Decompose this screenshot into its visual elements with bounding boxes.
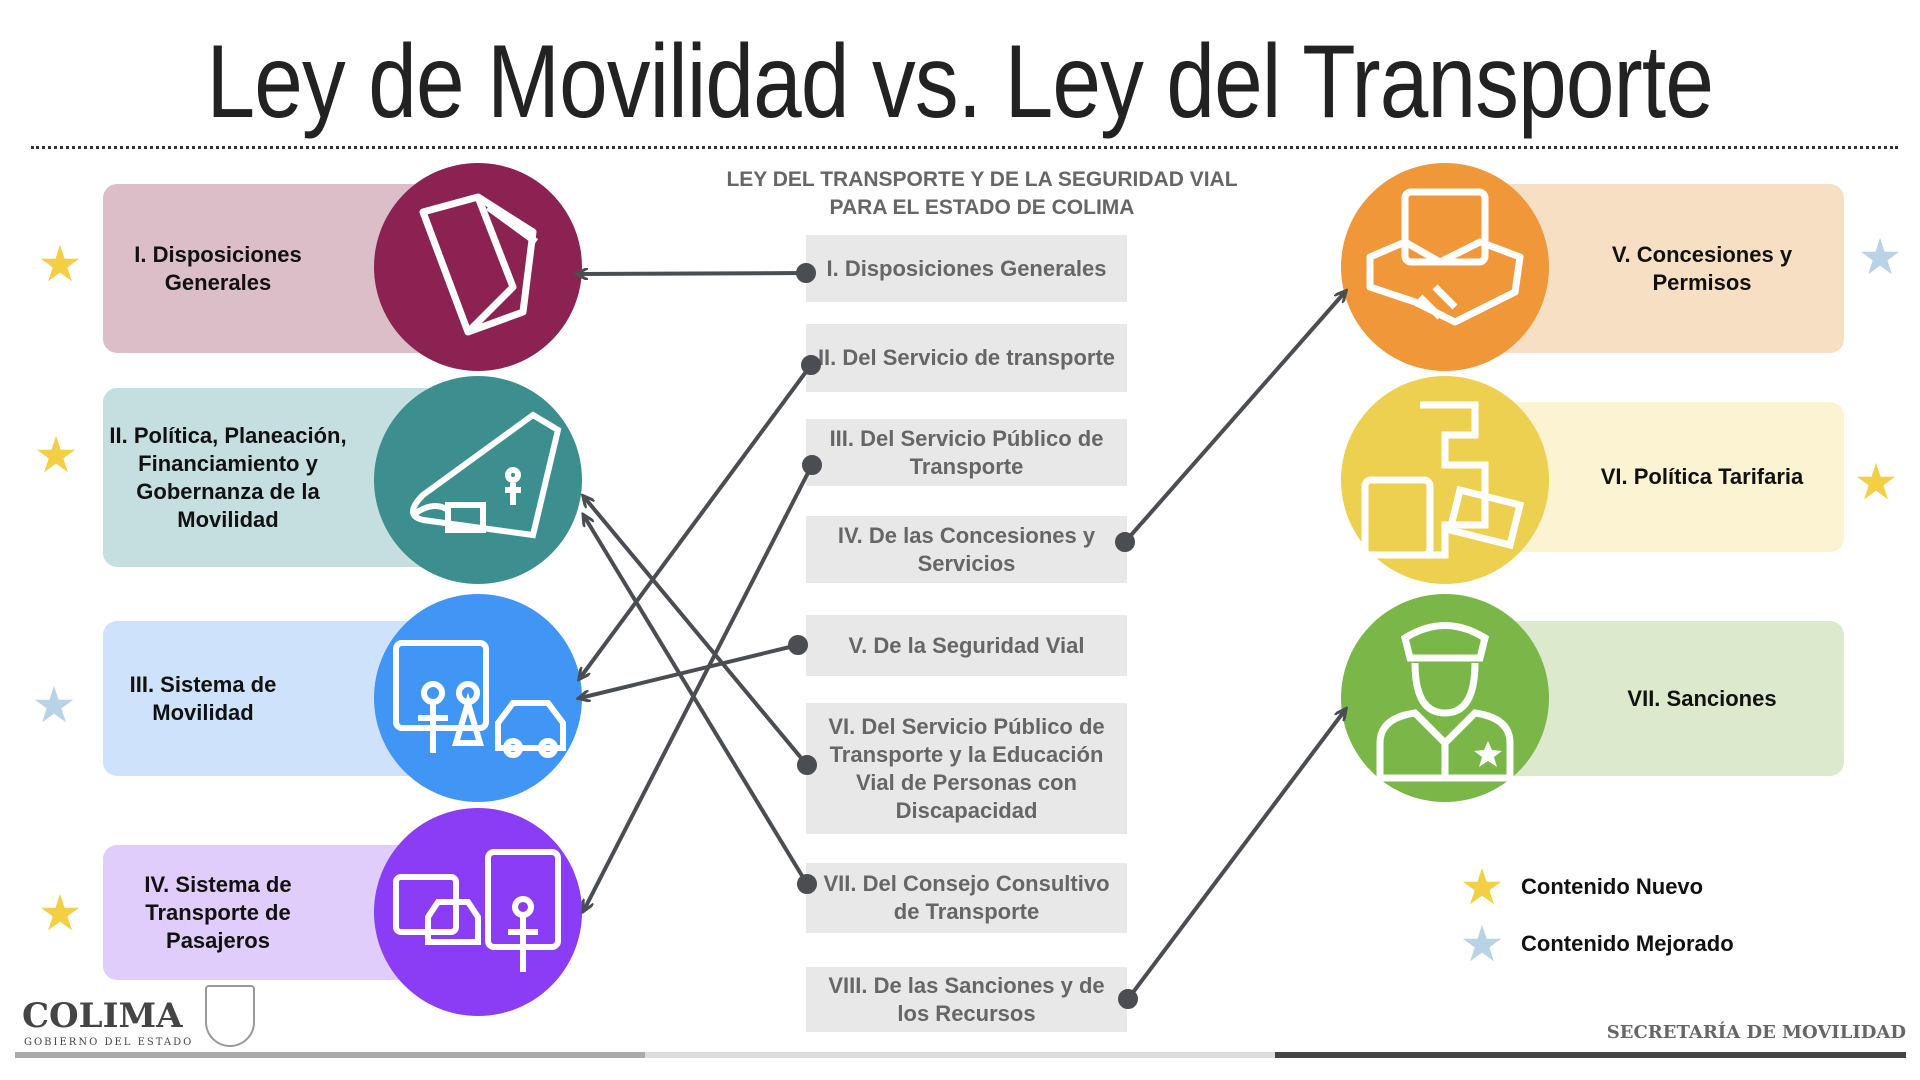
book-icon	[374, 163, 582, 371]
center-item-6: VI. Del Servicio Público de Transporte y…	[806, 703, 1127, 834]
arrow-6	[584, 497, 809, 767]
center-item-8: VIII. De las Sanciones y de los Recursos	[806, 967, 1127, 1032]
right-item-label: VII. Sanciones	[1627, 685, 1777, 711]
left-item-label: III. Sistema de Movilidad	[129, 671, 277, 725]
new-content-star-icon: ★	[37, 885, 83, 941]
new-content-star-icon: ★	[1853, 454, 1899, 510]
center-item-2: II. Del Servicio de transporte	[806, 324, 1127, 392]
page-title-container: Ley de Movilidad vs. Ley del Transporte	[0, 22, 1920, 147]
arrow-1	[578, 273, 807, 274]
road-map-icon	[374, 376, 582, 584]
secretaria-label: SECRETARÍA DE MOVILIDAD	[1606, 1022, 1906, 1043]
arrow-2-dot	[801, 355, 821, 375]
arrow-6-dot	[797, 755, 817, 775]
footer-bar-left	[15, 1052, 645, 1058]
arrow-3	[584, 464, 814, 910]
footer-bar-right	[1275, 1052, 1906, 1058]
new-content-star-icon: ★	[37, 236, 83, 292]
center-item-1: I. Disposiciones Generales	[806, 235, 1127, 302]
center-item-5: V. De la Seguridad Vial	[806, 615, 1127, 676]
right-item-label: V. Concesiones y Permisos	[1611, 241, 1793, 295]
left-item-label: I. Disposiciones Generales	[134, 241, 302, 295]
center-item-7: VII. Del Consejo Consultivo de Transport…	[806, 863, 1127, 933]
legend-new-star-icon: ★	[1459, 859, 1505, 915]
legend-improved-star-icon: ★	[1459, 916, 1505, 972]
center-header: LEY DEL TRANSPORTE Y DE LA SEGURIDAD VIA…	[726, 168, 1238, 219]
legend-improved-label: Contenido Mejorado	[1521, 931, 1734, 956]
legend-new-label: Contenido Nuevo	[1521, 874, 1704, 899]
center-item-3: III. Del Servicio Público de Transporte	[806, 419, 1127, 486]
improved-content-star-icon: ★	[31, 677, 77, 733]
arrow-4-dot	[1115, 532, 1135, 552]
arrow-3-dot	[802, 455, 822, 475]
arrow-5	[580, 643, 799, 698]
footer-bar-middle	[645, 1052, 1275, 1058]
colima-logo: COLIMA	[22, 996, 183, 1036]
officer-icon	[1341, 594, 1549, 802]
arrow-5-dot	[788, 635, 808, 655]
improved-content-star-icon: ★	[1857, 229, 1903, 285]
arrow-2	[580, 363, 813, 678]
left-item-label: II. Política, Planeación, Financiamiento…	[109, 422, 347, 532]
state-coat-of-arms-icon	[205, 985, 255, 1047]
handshake-icon	[1341, 163, 1549, 371]
arrow-8-dot	[1118, 989, 1138, 1009]
public-transport-icon	[374, 808, 582, 1016]
new-content-star-icon: ★	[33, 427, 79, 483]
fare-payment-icon	[1341, 376, 1549, 584]
arrow-7	[584, 516, 809, 886]
people-vehicles-icon	[374, 594, 582, 802]
left-item-label: IV. Sistema de Transporte de Pasajeros	[144, 871, 292, 953]
colima-logo-subtitle: GOBIERNO DEL ESTADO	[24, 1037, 194, 1048]
right-item-label: VI. Política Tarifaria	[1600, 464, 1804, 489]
page-title: Ley de Movilidad vs. Ley del Transporte	[206, 24, 1714, 140]
dotted-divider	[31, 146, 1898, 149]
arrow-7-dot	[797, 874, 817, 894]
arrow-4	[1123, 292, 1345, 544]
center-item-4: IV. De las Concesiones y Servicios	[806, 516, 1127, 583]
arrow-8	[1126, 710, 1345, 1001]
arrow-1-dot	[796, 263, 816, 283]
